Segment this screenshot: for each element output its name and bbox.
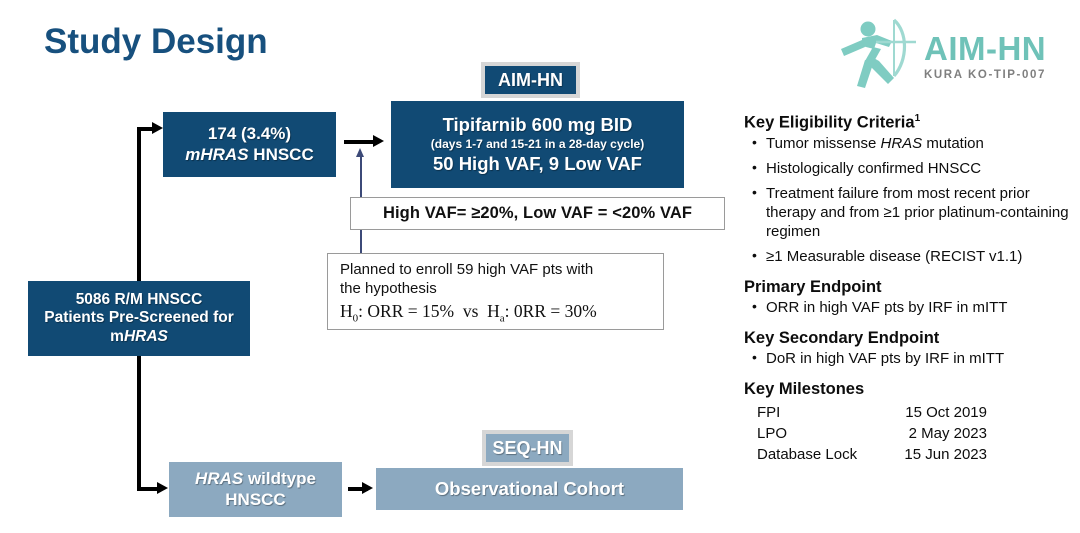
connector-horizontal-to-mhras <box>137 127 157 131</box>
list-eligibility-criteria: Tumor missense HRAS mutation Histologica… <box>744 134 1074 267</box>
box-prescreen-line1: 5086 R/M HNSCC <box>75 290 203 308</box>
box-prescreen-prefix: m <box>110 327 124 345</box>
box-observational-cohort: Observational Cohort <box>376 468 683 510</box>
box-mhras-line2-rest: HNSCC <box>248 144 314 164</box>
box-mhras-gene: mHRAS <box>185 144 249 164</box>
list-item: ≥1 Measurable disease (RECIST v1.1) <box>744 247 1074 267</box>
badge-aim-hn: AIM-HN <box>481 62 580 98</box>
hypothesis-line2: the hypothesis <box>340 280 437 298</box>
hypothesis-line1: Planned to enroll 59 high VAF pts with <box>340 261 594 278</box>
math-vs: vs <box>462 301 479 322</box>
box-tipifarnib-enrollment: 50 High VAF, 9 Low VAF <box>432 152 642 174</box>
heading-primary-endpoint: Primary Endpoint <box>744 277 882 296</box>
box-tipifarnib-schedule: (days 1-7 and 15-21 in a 28-day cycle) <box>430 137 645 152</box>
arrowhead-to-tipifarnib <box>373 135 384 147</box>
box-prescreen-gene: HRAS <box>123 327 168 345</box>
arrowhead-to-observational <box>362 482 373 494</box>
list-key-milestones: FPI 15 Oct 2019 LPO 2 May 2023 Database … <box>744 402 1074 466</box>
milestone-date: 15 Jun 2023 <box>904 446 987 464</box>
box-prescreened-patients: 5086 R/M HNSCC Patients Pre-Screened for… <box>28 281 250 356</box>
heading-key-milestones: Key Milestones <box>744 379 865 398</box>
archer-bow-icon <box>841 18 916 88</box>
logo-subtitle: KURA KO-TIP-007 <box>924 69 1046 81</box>
list-item: ORR in high VAF pts by IRF in mITT <box>744 298 1074 318</box>
list-item: Tumor missense HRAS mutation <box>744 134 1074 154</box>
connector-vertical-left <box>137 127 141 282</box>
box-tipifarnib-line1: Tipifarnib 600 mg BID <box>442 114 633 136</box>
milestone-date: 2 May 2023 <box>908 424 987 442</box>
table-row: LPO 2 May 2023 <box>744 423 1074 444</box>
info-panel: Key Eligibility Criteria1 Tumor missense… <box>744 113 1074 465</box>
box-wildtype-line1: HRAS wildtype <box>195 469 316 489</box>
eligibility-footnote-marker: 1 <box>914 113 921 124</box>
box-wildtype-gene: HRAS <box>195 469 244 489</box>
box-tipifarnib-arm: Tipifarnib 600 mg BID (days 1-7 and 15-2… <box>391 101 684 188</box>
box-mhras-line1: 174 (3.4%) <box>207 124 292 144</box>
milestone-label: FPI <box>757 403 781 421</box>
ha-sub: a <box>499 312 505 325</box>
milestone-label: LPO <box>757 424 788 442</box>
arrowhead-to-wildtype <box>157 482 168 494</box>
page-title: Study Design <box>44 22 268 61</box>
callout-hypothesis: Planned to enroll 59 high VAF pts with t… <box>327 253 664 330</box>
callout-vaf-definition: High VAF= ≥20%, Low VAF = <20% VAF <box>350 197 725 230</box>
connector-vertical-to-wildtype <box>137 356 141 490</box>
list-item: Histologically confirmed HNSCC <box>744 159 1074 179</box>
ha-rest: : 0RR = 30% <box>504 301 597 322</box>
list-item: DoR in high VAF pts by IRF in mITT <box>744 349 1074 369</box>
connector-horizontal-to-wildtype <box>137 487 161 491</box>
heading-key-eligibility-criteria: Key Eligibility Criteria1 <box>744 113 1074 132</box>
hypothesis-math: H0: ORR = 15% vs Ha: 0RR = 30% <box>340 301 653 325</box>
box-prescreen-line2: Patients Pre-Screened for <box>44 309 234 327</box>
logo-text-block: AIM-HN KURA KO-TIP-007 <box>924 32 1046 81</box>
heading-key-secondary-endpoint: Key Secondary Endpoint <box>744 328 940 347</box>
milestone-date: 15 Oct 2019 <box>905 403 987 421</box>
list-primary-endpoint: ORR in high VAF pts by IRF in mITT <box>744 298 1074 318</box>
box-mhras-hnscc: 174 (3.4%) mHRAS HNSCC <box>163 112 336 177</box>
table-row: Database Lock 15 Jun 2023 <box>744 444 1074 465</box>
arrowhead-to-mhras <box>152 122 163 134</box>
box-prescreen-line3: mHRAS <box>110 328 168 347</box>
milestone-label: Database Lock <box>757 446 858 464</box>
box-wildtype-line2: HNSCC <box>225 489 286 509</box>
box-wildtype-line1-rest: wildtype <box>243 469 316 489</box>
h0-rest: : ORR = 15% <box>358 301 455 322</box>
logo-title: AIM-HN <box>924 30 1047 67</box>
connector-wildtype-to-observational <box>348 487 368 491</box>
list-secondary-endpoint: DoR in high VAF pts by IRF in mITT <box>744 349 1074 369</box>
gene-hras: HRAS <box>880 135 923 153</box>
table-row: FPI 15 Oct 2019 <box>744 402 1074 423</box>
box-mhras-line2: mHRAS HNSCC <box>185 145 313 165</box>
connector-mhras-to-tipifarnib <box>344 140 376 144</box>
aim-hn-logo: AIM-HN KURA KO-TIP-007 <box>832 16 1076 98</box>
badge-seq-hn: SEQ-HN <box>482 430 573 466</box>
eligibility-heading-text: Key Eligibility Criteria <box>744 113 915 132</box>
ha-base: H <box>487 301 500 322</box>
list-item: Treatment failure from most recent prior… <box>744 184 1074 242</box>
h0-base: H <box>340 301 353 322</box>
box-hras-wildtype: HRAS wildtype HNSCC <box>169 462 342 517</box>
arrowhead-hypothesis-up <box>356 148 364 157</box>
h0-sub: 0 <box>352 312 359 325</box>
